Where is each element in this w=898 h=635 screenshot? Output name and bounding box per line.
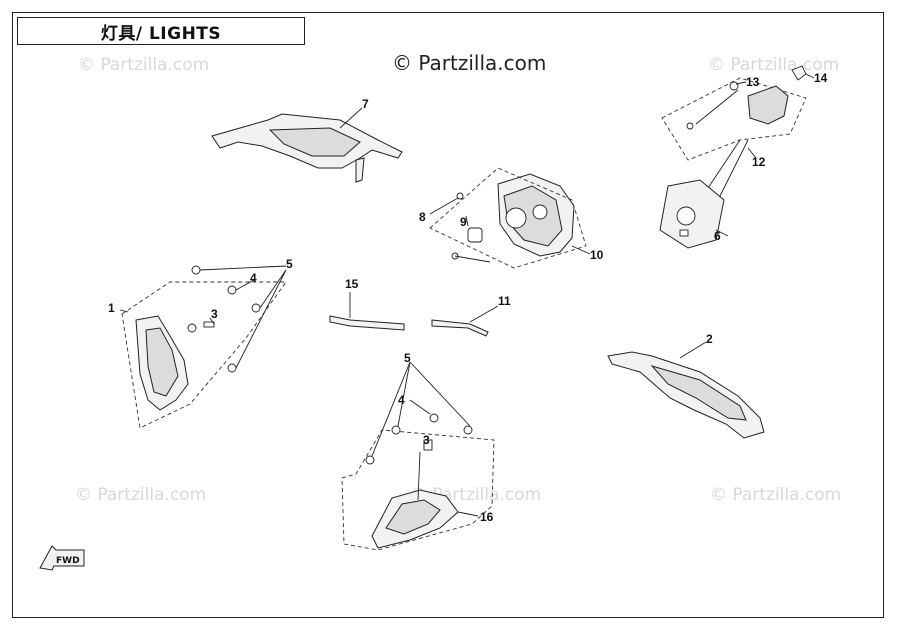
callout-3: 3 — [211, 307, 218, 321]
callout-5b: 5 — [404, 351, 411, 365]
part-14-bolt — [791, 65, 815, 81]
callout-3b: 3 — [423, 433, 430, 447]
watermark-bottom-right: © Partzilla.com — [710, 485, 841, 505]
page-title: 灯具/ LIGHTS — [100, 23, 222, 44]
part-1-signal — [119, 281, 287, 429]
part-6-plate — [659, 179, 729, 249]
callout-7: 7 — [362, 97, 369, 111]
callout-9: 9 — [460, 215, 467, 229]
callout-16: 16 — [480, 510, 494, 524]
callout-1: 1 — [108, 301, 115, 315]
callout-11: 11 — [498, 294, 511, 308]
watermark-top-right: © Partzilla.com — [708, 55, 839, 75]
callout-5: 5 — [286, 257, 293, 271]
part-2-bracket — [607, 341, 765, 439]
callout-14: 14 — [814, 71, 828, 85]
callout-8: 8 — [419, 210, 426, 224]
part-16-hardware — [365, 361, 473, 501]
callout-12: 12 — [752, 155, 766, 169]
part-10-headlight — [429, 167, 591, 269]
diagram-frame — [12, 12, 884, 618]
callout-13: 13 — [746, 75, 760, 89]
callout-10: 10 — [590, 248, 604, 262]
part-7-bracket — [211, 107, 403, 183]
callout-6: 6 — [714, 229, 721, 243]
part-8-nut — [429, 192, 491, 263]
fwd-label: FWD — [56, 556, 80, 566]
watermark-top-left: © Partzilla.com — [78, 55, 209, 75]
part-15-clip — [329, 292, 405, 331]
callout-4: 4 — [250, 271, 257, 285]
callout-2: 2 — [706, 332, 713, 346]
fwd-arrow-icon: FWD — [39, 545, 85, 571]
watermark-main: © Partzilla.com — [392, 51, 546, 75]
part-16-signal — [341, 429, 495, 551]
watermark-bottom-left: © Partzilla.com — [75, 485, 206, 505]
part-1-hardware — [187, 265, 287, 373]
callout-15: 15 — [345, 277, 359, 291]
part-13-socket — [729, 81, 747, 91]
part-9-bulb — [465, 215, 483, 243]
part-11-clip — [431, 305, 499, 337]
callout-4b: 4 — [398, 393, 405, 407]
part-12-group — [661, 77, 807, 201]
title-box: 灯具/ LIGHTS — [17, 17, 305, 45]
